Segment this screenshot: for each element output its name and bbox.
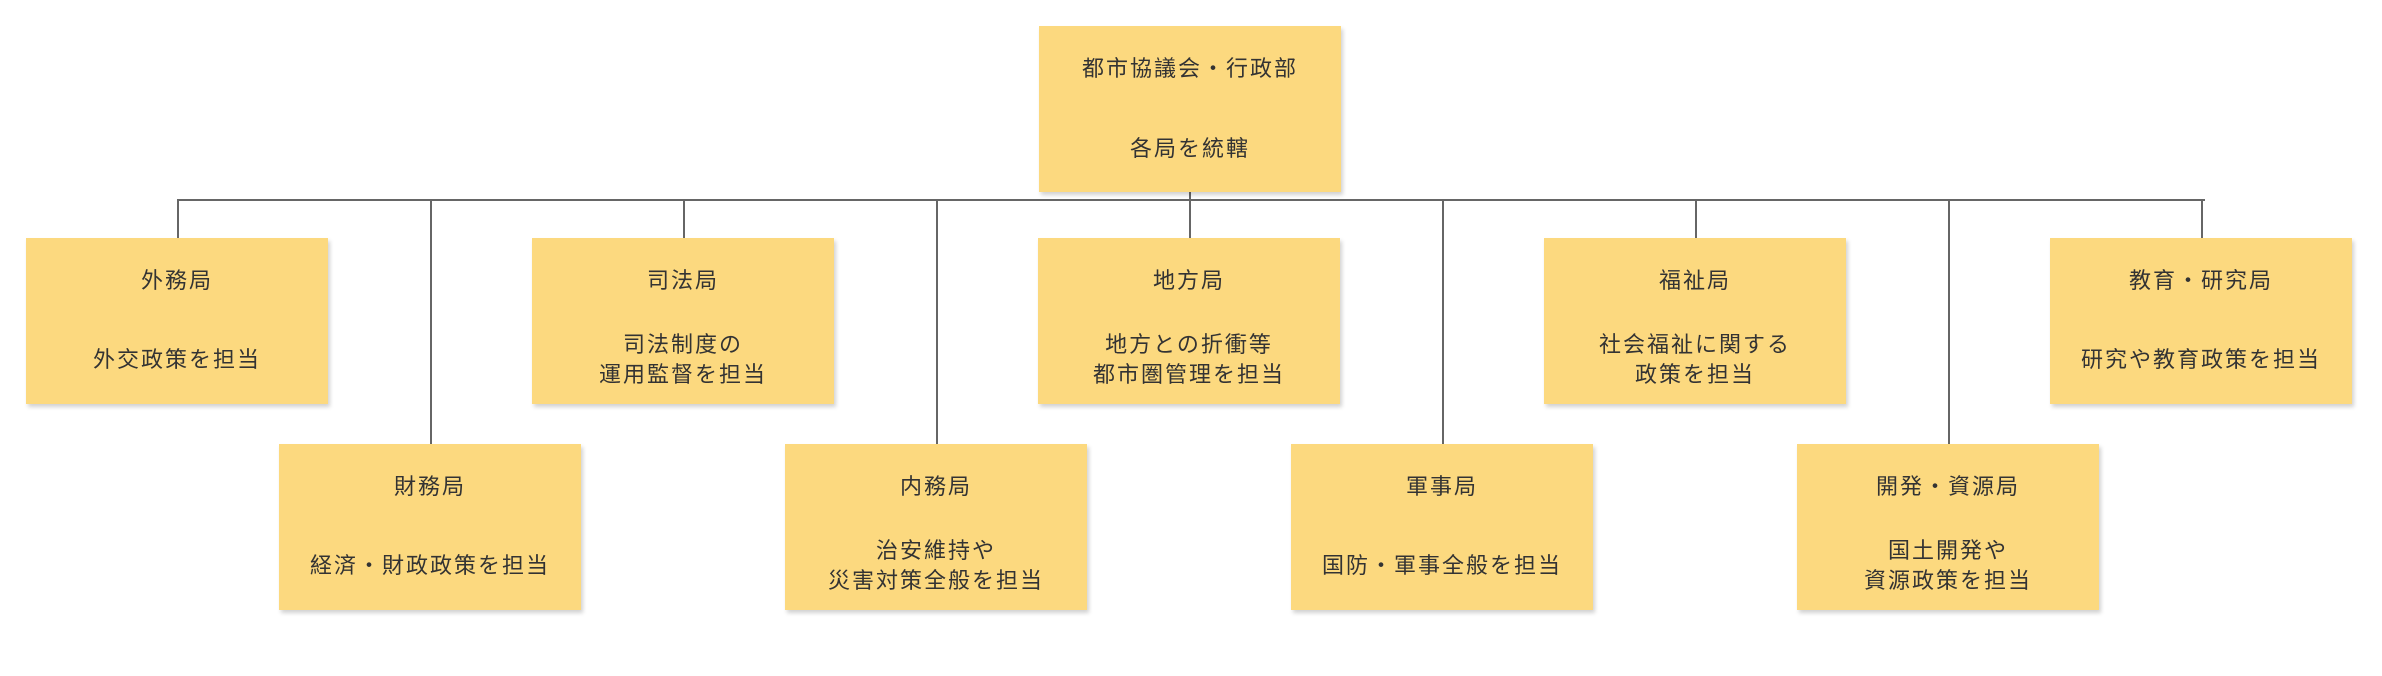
node-title: 財務局: [393, 475, 466, 500]
node-title: 福祉局: [1658, 269, 1731, 294]
org-node-welfare[interactable]: 福祉局社会福祉に関する 政策を担当: [1544, 238, 1846, 404]
connector-education-research: [2201, 200, 2203, 238]
node-description: 司法制度の 運用監督を担当: [598, 333, 767, 388]
org-node-regional[interactable]: 地方局地方との折衝等 都市圏管理を担当: [1038, 238, 1340, 404]
node-description: 社会福祉に関する 政策を担当: [1598, 333, 1791, 388]
connector-horizontal-bus: [177, 199, 2205, 201]
connector-finance: [430, 200, 432, 444]
node-description: 国防・軍事全般を担当: [1321, 554, 1562, 579]
connector-military: [1442, 200, 1444, 444]
node-description: 経済・財政政策を担当: [309, 554, 550, 579]
org-node-foreign-affairs[interactable]: 外務局外交政策を担当: [26, 238, 328, 404]
node-description: 外交政策を担当: [92, 348, 261, 373]
org-node-development-resources[interactable]: 開発・資源局国土開発や 資源政策を担当: [1797, 444, 2099, 610]
node-title: 地方局: [1152, 269, 1225, 294]
node-description: 治安維持や 災害対策全般を担当: [827, 539, 1044, 594]
connector-welfare: [1695, 200, 1697, 238]
node-title: 教育・研究局: [2128, 269, 2273, 294]
node-title: 内務局: [899, 475, 972, 500]
node-description: 国土開発や 資源政策を担当: [1863, 539, 2032, 594]
connector-regional: [1189, 200, 1191, 238]
connector-development-resources: [1948, 200, 1950, 444]
org-node-root[interactable]: 都市協議会・行政部 各局を統轄: [1039, 26, 1341, 192]
node-description: 研究や教育政策を担当: [2080, 348, 2321, 373]
node-title: 外務局: [140, 269, 213, 294]
node-description: 各局を統轄: [1129, 137, 1250, 162]
connector-interior: [936, 200, 938, 444]
org-node-justice[interactable]: 司法局司法制度の 運用監督を担当: [532, 238, 834, 404]
org-node-interior[interactable]: 内務局治安維持や 災害対策全般を担当: [785, 444, 1087, 610]
node-description: 地方との折衝等 都市圏管理を担当: [1092, 333, 1285, 388]
connector-justice: [683, 200, 685, 238]
node-title: 開発・資源局: [1875, 475, 2020, 500]
node-title: 司法局: [646, 269, 719, 294]
org-node-finance[interactable]: 財務局経済・財政政策を担当: [279, 444, 581, 610]
connector-foreign-affairs: [177, 200, 179, 238]
node-title: 軍事局: [1405, 475, 1478, 500]
org-node-education-research[interactable]: 教育・研究局研究や教育政策を担当: [2050, 238, 2352, 404]
connector-root-down: [1189, 188, 1191, 200]
node-title: 都市協議会・行政部: [1081, 57, 1298, 82]
org-node-military[interactable]: 軍事局国防・軍事全般を担当: [1291, 444, 1593, 610]
